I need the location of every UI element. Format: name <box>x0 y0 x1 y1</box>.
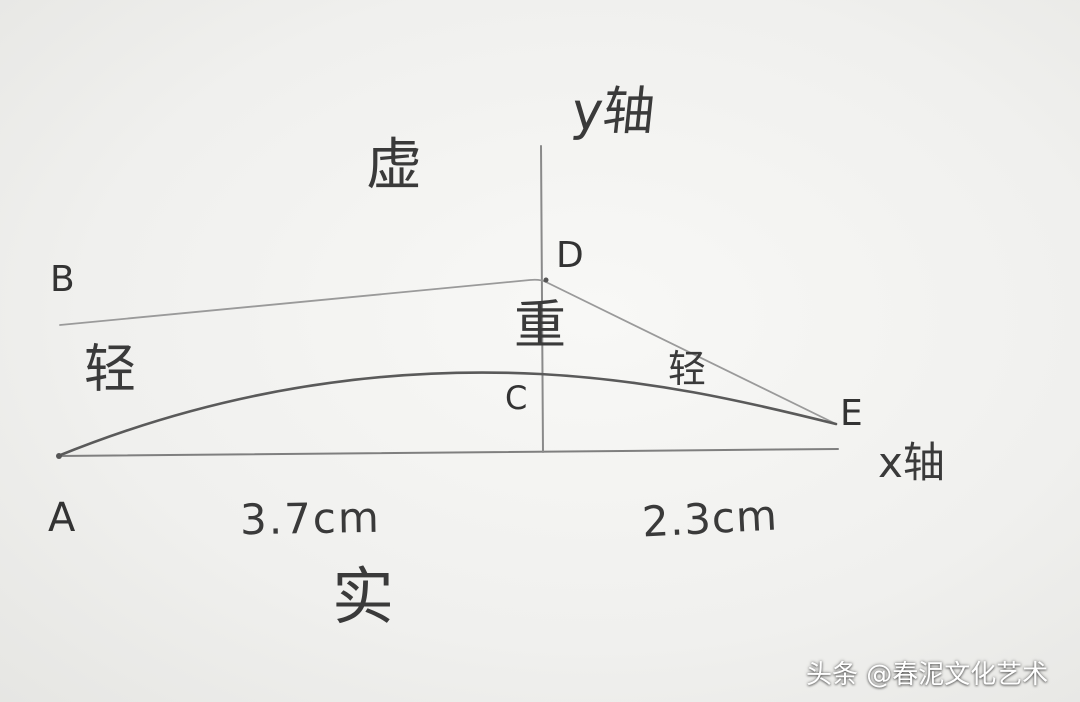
region-center-label: 重 <box>514 296 567 356</box>
y-axis-label: y轴 <box>568 82 658 142</box>
measurement-left: 3.7cm <box>239 492 382 545</box>
point-e-label: E <box>840 393 863 434</box>
line-d-e <box>545 281 837 425</box>
point-b-label: B <box>50 259 75 300</box>
point-d-label: D <box>556 235 584 276</box>
line-b-d <box>59 278 547 326</box>
region-left-label: 轻 <box>84 340 137 400</box>
x-axis-label: x轴 <box>878 438 945 487</box>
point-c-label: C <box>505 379 528 417</box>
region-top-label: 虚 <box>366 133 422 198</box>
point-a-dot <box>56 453 62 459</box>
region-bottom-label: 实 <box>332 560 395 633</box>
watermark-text: 头条 @春泥文化艺术 <box>806 660 1049 690</box>
point-d-dot <box>543 277 549 283</box>
point-a-label: A <box>48 495 76 541</box>
y-axis-line <box>540 145 544 453</box>
measurement-right: 2.3cm <box>640 490 779 547</box>
curve-a-c-e <box>56 371 838 458</box>
x-axis-line <box>57 448 839 457</box>
region-right-label: 轻 <box>668 347 707 391</box>
